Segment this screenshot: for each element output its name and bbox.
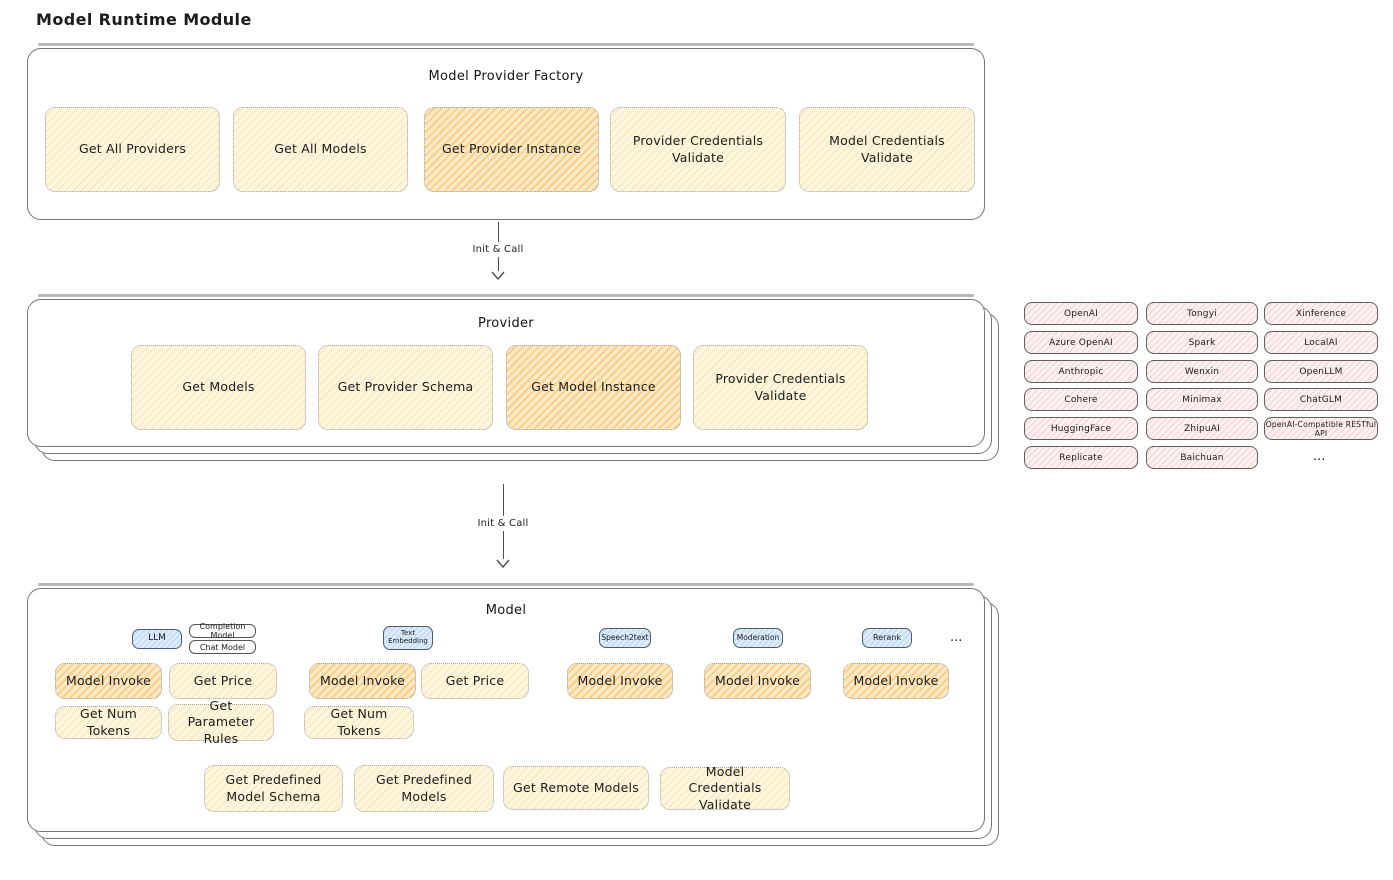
get-provider-schema-node: Get Provider Schema — [318, 345, 493, 430]
get-provider-instance-node: Get Provider Instance — [424, 107, 599, 192]
provider-pill-localai: LocalAI — [1264, 331, 1378, 354]
init-call-label-1: Init & Call — [472, 244, 524, 255]
provider-credentials-validate-node: Provider Credentials Validate — [610, 107, 786, 192]
provider-pill-openllm: OpenLLM — [1264, 360, 1378, 383]
providers-more-ellipsis: ... — [1313, 449, 1326, 464]
provider-box-title: Provider — [478, 316, 534, 331]
get-model-instance-node: Get Model Instance — [506, 345, 681, 430]
get-models-node: Get Models — [131, 345, 306, 430]
init-call-label-2: Init & Call — [477, 518, 529, 529]
provider-pill-cohere: Cohere — [1024, 388, 1138, 411]
model-box-title: Model — [485, 603, 527, 618]
model-provider-factory-box: Model Provider Factory Get All Providers… — [27, 43, 985, 220]
tab-llm: LLM — [132, 629, 182, 649]
model-credentials-validate-node-2: Model Credentials Validate — [660, 764, 790, 812]
provider-pill-baichuan: Baichuan — [1146, 446, 1258, 469]
provider-pill-huggingface: HuggingFace — [1024, 417, 1138, 440]
embedding-get-price-node: Get Price — [421, 663, 529, 699]
provider-credentials-validate-node-2: Provider Credentials Validate — [693, 345, 868, 430]
get-all-providers-node: Get All Providers — [45, 107, 220, 192]
llm-get-price-node: Get Price — [169, 663, 277, 699]
provider-pill-anthropic: Anthropic — [1024, 360, 1138, 383]
provider-pill-minimax: Minimax — [1146, 388, 1258, 411]
moderation-model-invoke-node: Model Invoke — [704, 663, 811, 699]
tab-rerank: Rerank — [862, 628, 912, 648]
tab-chat-model: Chat Model — [189, 640, 256, 654]
arrow-line — [497, 257, 499, 271]
init-call-arrow-1: Init & Call — [458, 222, 538, 280]
tabs-more-ellipsis: ... — [950, 630, 963, 645]
provider-box: Provider Get Models Get Provider Schema … — [27, 294, 985, 447]
tab-moderation: Moderation — [733, 628, 783, 648]
provider-pill-spark: Spark — [1146, 331, 1258, 354]
model-box: Model LLM Completion Model Chat Model Te… — [27, 583, 985, 832]
provider-pill-chatglm: ChatGLM — [1264, 388, 1378, 411]
arrowhead-icon — [491, 271, 505, 280]
get-predefined-models-node: Get Predefined Models — [354, 765, 494, 812]
rerank-model-invoke-node: Model Invoke — [843, 663, 949, 699]
factory-box-title: Model Provider Factory — [428, 69, 584, 84]
embedding-get-num-tokens-node: Get Num Tokens — [304, 706, 414, 739]
get-all-models-node: Get All Models — [233, 107, 408, 192]
model-credentials-validate-node: Model Credentials Validate — [799, 107, 975, 192]
tab-text-embedding: Text Embedding — [383, 626, 433, 650]
get-predefined-model-schema-node: Get Predefined Model Schema — [204, 765, 343, 812]
llm-get-num-tokens-node: Get Num Tokens — [55, 706, 162, 739]
diagram-title: Model Runtime Module — [36, 10, 252, 29]
arrowhead-icon — [496, 559, 510, 568]
llm-get-parameter-rules-node: Get Parameter Rules — [168, 698, 274, 746]
provider-pill-tongyi: Tongyi — [1146, 302, 1258, 325]
arrow-line — [497, 222, 499, 242]
provider-pill-wenxin: Wenxin — [1146, 360, 1258, 383]
tab-speech2text: Speech2text — [599, 628, 651, 648]
provider-pill-openai-compatible: OpenAI-Compatible RESTful API — [1264, 417, 1378, 440]
embedding-model-invoke-node: Model Invoke — [309, 663, 416, 699]
tab-completion-model: Completion Model — [189, 622, 256, 640]
provider-pill-openai: OpenAI — [1024, 302, 1138, 325]
llm-model-invoke-node: Model Invoke — [55, 663, 162, 699]
provider-pill-xinference: Xinference — [1264, 302, 1378, 325]
get-remote-models-node: Get Remote Models — [503, 766, 649, 810]
provider-pill-azure-openai: Azure OpenAI — [1024, 331, 1138, 354]
provider-pill-zhipuai: ZhipuAI — [1146, 417, 1258, 440]
arrow-line — [502, 484, 504, 516]
speech2text-model-invoke-node: Model Invoke — [567, 663, 673, 699]
provider-pill-replicate: Replicate — [1024, 446, 1138, 469]
arrow-line — [502, 531, 504, 559]
init-call-arrow-2: Init & Call — [463, 484, 543, 568]
